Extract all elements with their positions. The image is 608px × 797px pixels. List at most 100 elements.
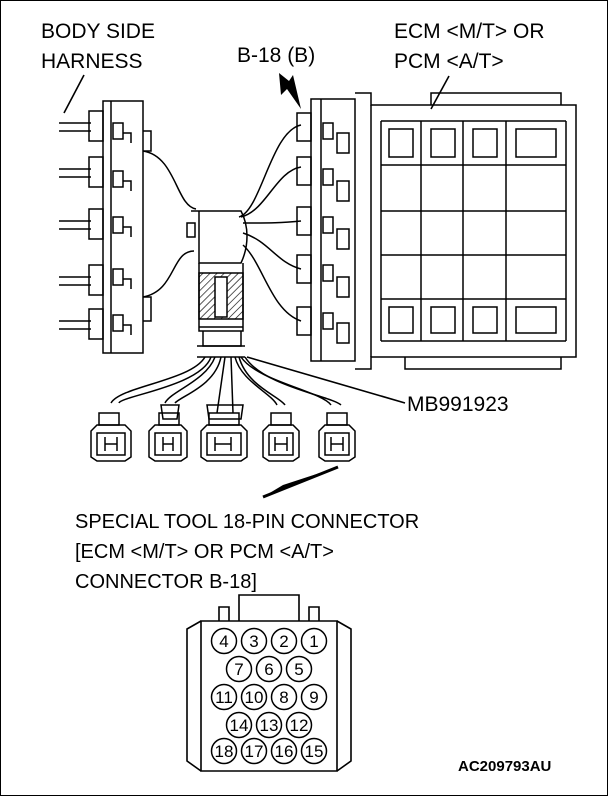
- pin-number: 16: [275, 742, 294, 761]
- pin-11: 11: [210, 683, 238, 711]
- pin-number: 13: [260, 716, 279, 735]
- pin-number: 6: [264, 660, 273, 679]
- ecm-connector-block: [310, 98, 356, 362]
- pin-number: 17: [245, 742, 264, 761]
- ecm-label-line2: PCM <A/T>: [394, 50, 504, 73]
- pin-circle: [225, 711, 253, 739]
- body-side-label-line2: HARNESS: [41, 50, 143, 73]
- pin-circle: [285, 655, 313, 683]
- pin-circle: [240, 737, 268, 765]
- harness-plug-2: [88, 156, 104, 188]
- connector-ref-arrow: [279, 73, 301, 109]
- pin-number: 18: [215, 742, 234, 761]
- harness-plug-1: [88, 110, 104, 142]
- pin-13: 13: [255, 711, 283, 739]
- lower-cable-2: [164, 356, 216, 404]
- pin-12: 12: [285, 711, 313, 739]
- pin-4: 4: [210, 627, 238, 655]
- harness-connector-body: [102, 100, 144, 354]
- pin-5: 5: [285, 655, 313, 683]
- tool-latch: [186, 222, 196, 238]
- pin-number: 9: [309, 688, 318, 707]
- pin-14: 14: [225, 711, 253, 739]
- pin-7: 7: [225, 655, 253, 683]
- pin-16: 16: [270, 737, 298, 765]
- ecm-unit: [296, 92, 577, 370]
- pin-circle: [300, 627, 328, 655]
- special-tool-label-line3: CONNECTOR B-18]: [75, 571, 257, 593]
- tool-cable-left-upper: [142, 150, 197, 210]
- tool-upper-body: [191, 210, 248, 264]
- tool-connectors: [90, 412, 356, 462]
- pin-number: 3: [249, 632, 258, 651]
- special-tool-body: [142, 124, 302, 358]
- ecm-plug-2: [296, 156, 312, 186]
- pin-circle: [210, 737, 238, 765]
- harness-wire-2: [59, 168, 91, 178]
- pin-number: 8: [279, 688, 288, 707]
- pin-circle: [300, 683, 328, 711]
- tool-connector-5: [318, 412, 356, 462]
- pin-circle: [270, 627, 298, 655]
- pin-connector-face: [186, 594, 352, 772]
- harness-plug-3: [88, 208, 104, 240]
- harness-wire-4: [59, 276, 91, 286]
- pin-2: 2: [270, 627, 298, 655]
- tool-cable-right-2: [240, 166, 302, 218]
- pin-circle: [285, 711, 313, 739]
- pin-number: 4: [219, 632, 228, 651]
- pin-circle: [270, 683, 298, 711]
- tool-connector-2: [148, 412, 188, 462]
- tool-part-leader: [246, 356, 406, 404]
- tool-cable-right-3: [242, 220, 302, 224]
- body-side-leader: [63, 74, 85, 114]
- connector-ref-label: B-18 (B): [237, 44, 315, 67]
- pin-1: 1: [300, 627, 328, 655]
- ecm-bottom-boss: [404, 357, 562, 370]
- pin-9: 9: [300, 683, 328, 711]
- pin-circle: [225, 655, 253, 683]
- pin-circle: [255, 711, 283, 739]
- lower-cable-3: [216, 356, 226, 414]
- body-side-harness: [59, 100, 152, 354]
- pin-6: 6: [255, 655, 283, 683]
- pin-circle: [255, 655, 283, 683]
- tool-connector-3: [200, 412, 248, 462]
- pin-circle: [300, 737, 328, 765]
- pin-15: 15: [300, 737, 328, 765]
- pin-number: 10: [245, 688, 264, 707]
- ecm-plug-1: [296, 112, 312, 142]
- body-side-label-line1: BODY SIDE: [41, 20, 155, 43]
- harness-plug-4: [88, 264, 104, 296]
- pin-number: 11: [215, 688, 233, 707]
- pin-number: 2: [279, 632, 288, 651]
- ecm-label-line1: ECM <M/T> OR: [394, 20, 545, 43]
- pin-number: 7: [234, 660, 243, 679]
- ecm-top-boss: [430, 92, 562, 105]
- tool-connector-1: [90, 412, 132, 462]
- pin-number: 5: [294, 660, 303, 679]
- special-tool-arrow-shaft: [262, 465, 339, 499]
- pin-3: 3: [240, 627, 268, 655]
- harness-wire-1: [59, 122, 91, 132]
- lower-cable-4: [234, 356, 278, 406]
- pin-circle: [270, 737, 298, 765]
- pin-number: 15: [305, 742, 324, 761]
- pin-number: 14: [230, 716, 249, 735]
- tool-connector-4: [262, 412, 300, 462]
- lower-cable-1: [110, 356, 206, 404]
- lower-cables: [110, 356, 342, 420]
- tool-cable-right-5: [242, 244, 302, 322]
- pin-17: 17: [240, 737, 268, 765]
- ecm-housing: [355, 92, 577, 370]
- pin-circle: [210, 627, 238, 655]
- pin-8: 8: [270, 683, 298, 711]
- pin-10: 10: [240, 683, 268, 711]
- harness-plug-5: [88, 308, 104, 340]
- pin-circle: [240, 627, 268, 655]
- pin-circle: [240, 683, 268, 711]
- pin-number: 1: [309, 632, 318, 651]
